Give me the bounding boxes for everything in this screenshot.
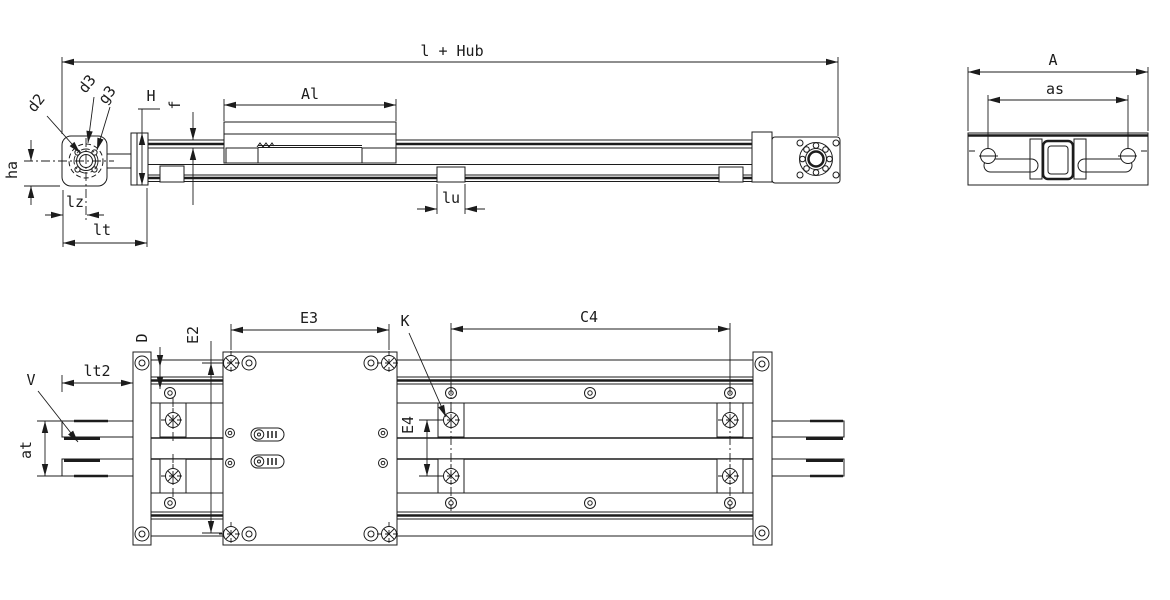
dim-label-al: Al [301,85,319,103]
clamp-blocks-right [716,385,744,511]
dim-label-l-hub: l + Hub [420,42,483,60]
dim-label-e4: E4 [399,416,417,434]
lube-port-bottom [250,454,285,469]
dim-label-lz: lz [66,193,84,211]
belt-zigzag-mark [256,142,275,148]
dimension-e4: E4 [399,416,441,477]
dimension-a: A [967,51,1149,131]
section-view: A as [967,51,1149,186]
dim-label-d: D [133,333,151,342]
dimension-lt: lt [63,188,148,247]
idler-end-block [751,131,841,184]
mount-block-mid [436,166,466,183]
clamp-blocks-mid [437,385,465,511]
dimension-lt2: lt2 [61,362,133,392]
leader-d2: d2 [23,90,81,154]
dim-label-e2: E2 [184,326,202,344]
dim-label-at: at [17,441,35,459]
dimension-e2: E2 [184,326,222,534]
plan-left-end-plate [132,351,152,546]
dimension-l-hub: l + Hub [61,42,839,136]
dim-label-lt2: lt2 [83,362,110,380]
dimension-f: f [166,100,197,205]
lube-port-top [250,427,285,442]
leader-d: D [133,333,164,389]
belt-tongues-left [61,419,134,478]
dimension-lu: lu [417,184,485,214]
dim-label-ha: ha [3,161,21,179]
dim-label-c4: C4 [580,308,598,326]
dim-label-lt: lt [93,221,111,239]
dimension-at: at [17,420,62,477]
dim-label-g3: g3 [94,82,119,107]
shaft-bore-d2 [79,154,93,168]
leader-d3: d3 [74,71,100,144]
belt-tongues-right [771,419,845,478]
dim-label-d2: d2 [23,90,48,115]
leader-k: K [400,312,447,418]
t-slot-right [1077,148,1147,173]
dim-label-v: V [26,371,35,389]
circle-d3 [68,143,104,179]
belt-channel [1029,138,1087,181]
dim-label-k: K [400,312,409,330]
bolt-circle-g3 [73,148,99,174]
dim-label-as: as [1046,80,1064,98]
mount-block-left [159,165,185,183]
left-end-plate [130,132,149,186]
carriage-plate [218,350,402,547]
dimension-lz: lz [45,190,104,247]
carriage-side [223,121,397,164]
dim-label-f: f [166,100,184,109]
dimension-c4: C4 [450,308,731,388]
dim-label-h: H [146,87,155,105]
dim-label-lu: lu [442,189,460,207]
dimension-e3: E3 [230,309,390,350]
belt-cross-section [1041,139,1075,181]
dim-label-d3: d3 [74,71,99,96]
dim-label-e3: E3 [300,309,318,327]
dimension-as: as [987,80,1129,148]
mount-block-right [718,166,744,183]
dimension-al: Al [223,85,397,121]
motor-flange [799,142,833,176]
dimension-h: H [138,87,160,185]
dimension-ha: ha [3,140,60,205]
side-view: l + Hub Al f H d2 d3 [3,42,841,247]
plan-right-end-plate [752,351,773,546]
t-slot-left [969,148,1039,173]
clamp-blocks-left [159,398,187,498]
plan-view: E3 C4 E2 D K [17,308,845,547]
leader-v: V [26,371,79,443]
dim-label-a: A [1048,51,1057,69]
